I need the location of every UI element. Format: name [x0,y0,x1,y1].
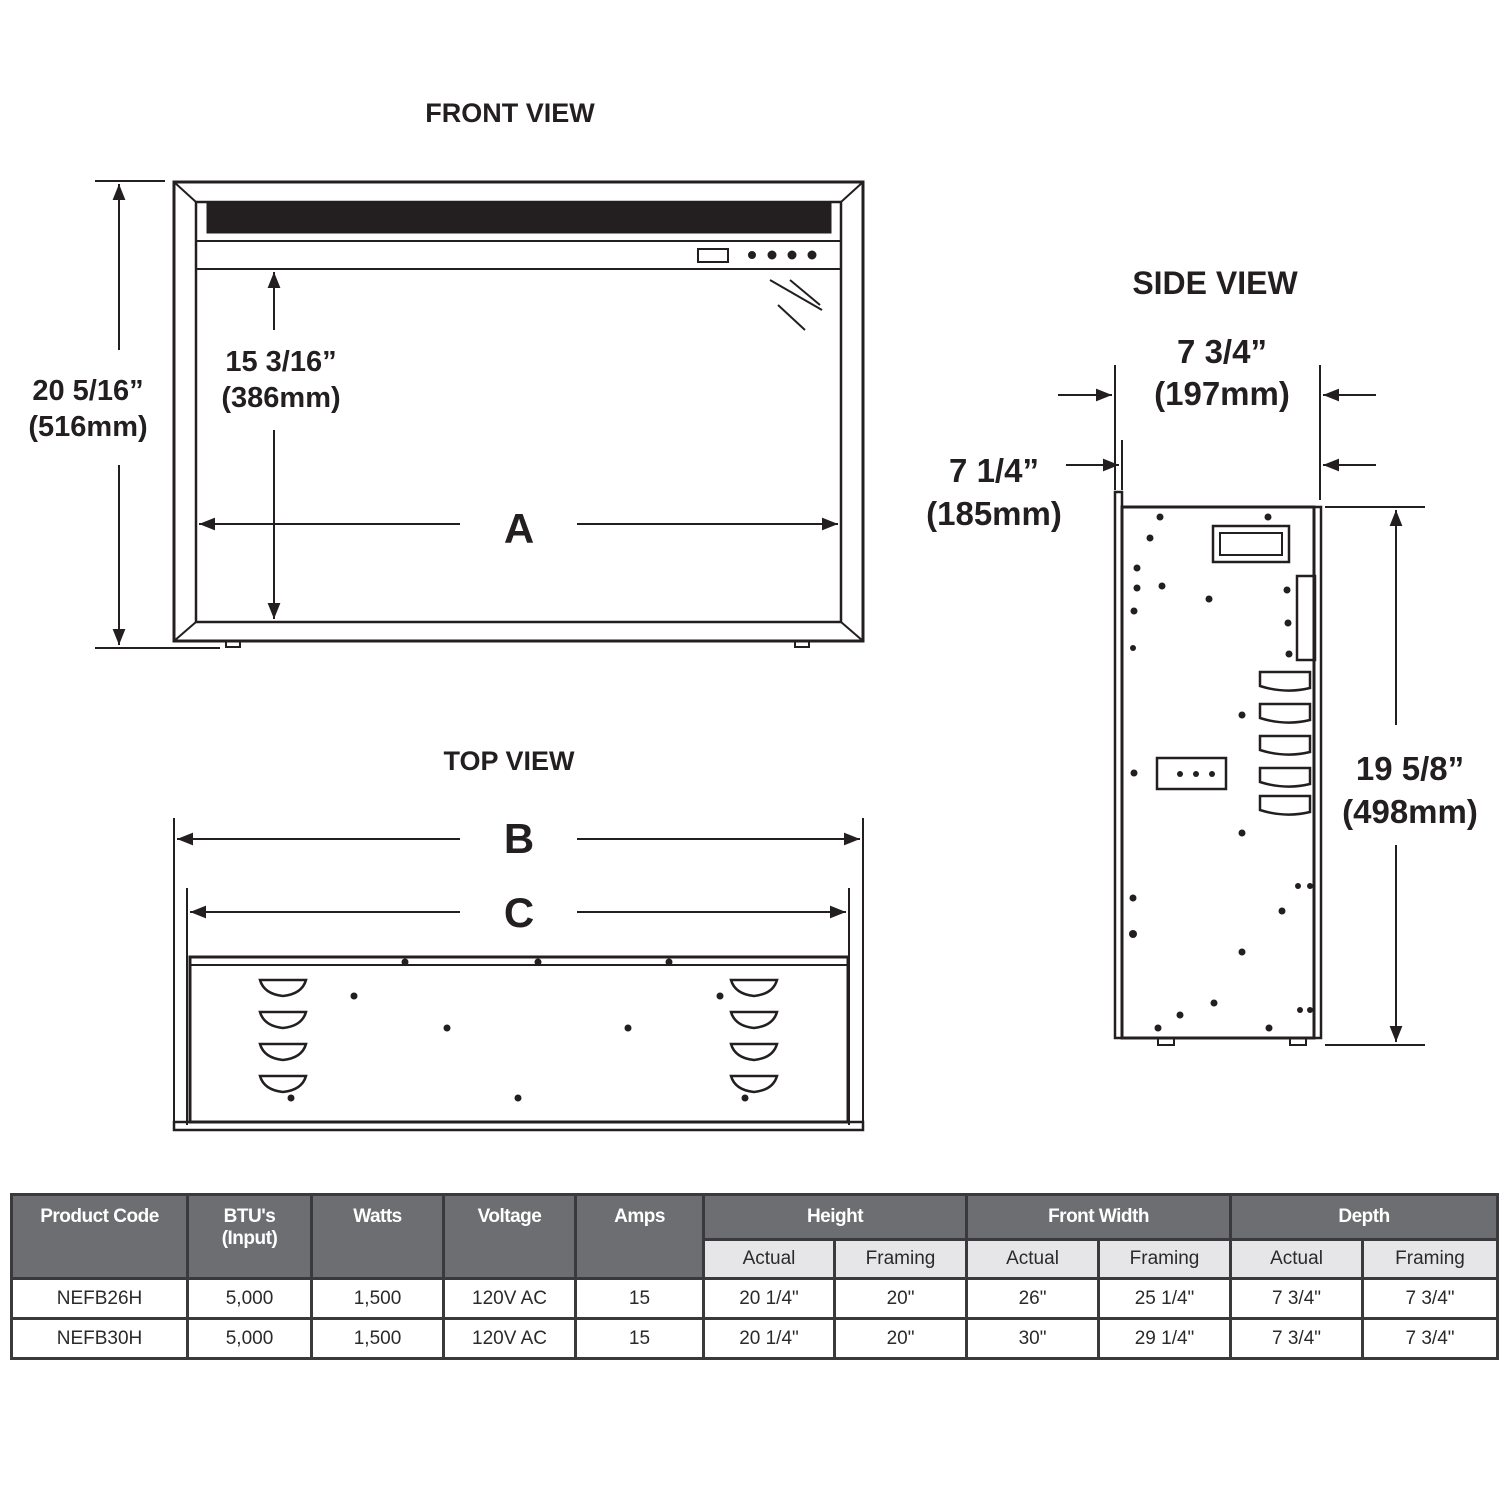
top-view-title: TOP VIEW [443,746,575,776]
body-depth-inches: 7 1/4” [949,452,1039,489]
cell-watts: 1,500 [310,1277,445,1320]
depth-mm: (197mm) [1154,375,1290,412]
cell-height-framing: 20" [832,1317,969,1360]
side-view-title: SIDE VIEW [1132,265,1298,301]
dimension-c-label: C [504,889,534,936]
front-view-title: FRONT VIEW [425,98,595,128]
header-front-width: Front Width [965,1193,1233,1241]
header-height: Height [701,1193,969,1241]
table-row: NEFB26H 5,000 1,500 120V AC 15 20 1/4" 2… [10,1277,1500,1320]
glass-height-inches: 15 3/16” [225,346,336,378]
cell-depth-actual: 7 3/4" [1229,1317,1365,1360]
subheader-height-actual: Actual [702,1238,836,1280]
table-row: NEFB30H 5,000 1,500 120V AC 15 20 1/4" 2… [10,1317,1500,1360]
cell-voltage: 120V AC [442,1317,577,1360]
table-header-row: Product Code BTU's(Input) Watts Voltage … [10,1193,1500,1280]
header-btus-input: (Input) [221,1228,278,1249]
subheader-width-framing: Framing [1097,1238,1233,1280]
cell-depth-framing: 7 3/4" [1361,1277,1500,1320]
overall-height-inches: 20 5/16” [32,375,143,407]
cell-width-framing: 25 1/4" [1097,1277,1233,1320]
front-view-drawing [95,180,865,649]
cell-btus: 5,000 [186,1317,313,1360]
overall-height-mm: (516mm) [28,411,147,443]
cell-amps: 15 [574,1277,705,1320]
cell-width-actual: 30" [965,1317,1101,1360]
subheader-height-framing: Framing [832,1238,969,1280]
cell-depth-actual: 7 3/4" [1229,1277,1365,1320]
cell-depth-framing: 7 3/4" [1361,1317,1500,1360]
header-amps: Amps [574,1193,705,1280]
top-view-drawing [172,818,865,1132]
header-btus: BTU's(Input) [186,1193,313,1280]
subheader-depth-actual: Actual [1229,1238,1365,1280]
header-depth: Depth [1229,1193,1500,1241]
subheader-depth-framing: Framing [1361,1238,1500,1280]
cell-voltage: 120V AC [442,1277,577,1320]
header-watts: Watts [310,1193,445,1280]
side-height-mm: (498mm) [1342,793,1478,830]
cell-product-code: NEFB26H [10,1277,189,1320]
glass-height-mm: (386mm) [221,382,340,414]
header-btus-label: BTU's [223,1206,276,1227]
table-subheader-row: Actual Framing Actual Framing Actual Fra… [12,1238,1500,1280]
cell-height-actual: 20 1/4" [702,1277,836,1320]
cell-product-code: NEFB30H [10,1317,189,1360]
side-view-drawing [1058,365,1425,1046]
cell-watts: 1,500 [310,1317,445,1360]
header-product-code: Product Code [10,1193,189,1280]
depth-inches: 7 3/4” [1177,333,1267,370]
cell-height-actual: 20 1/4" [702,1317,836,1360]
specifications-table: Product Code BTU's(Input) Watts Voltage … [10,1193,1500,1360]
cell-btus: 5,000 [186,1277,313,1320]
cell-width-actual: 26" [965,1277,1101,1320]
cell-width-framing: 29 1/4" [1097,1317,1233,1360]
side-height-inches: 19 5/8” [1356,750,1464,787]
cell-amps: 15 [574,1317,705,1360]
dimension-a-label: A [504,505,534,552]
body-depth-mm: (185mm) [926,495,1062,532]
dimension-b-label: B [504,815,534,862]
cell-height-framing: 20" [832,1277,969,1320]
subheader-width-actual: Actual [965,1238,1101,1280]
header-voltage: Voltage [442,1193,577,1280]
